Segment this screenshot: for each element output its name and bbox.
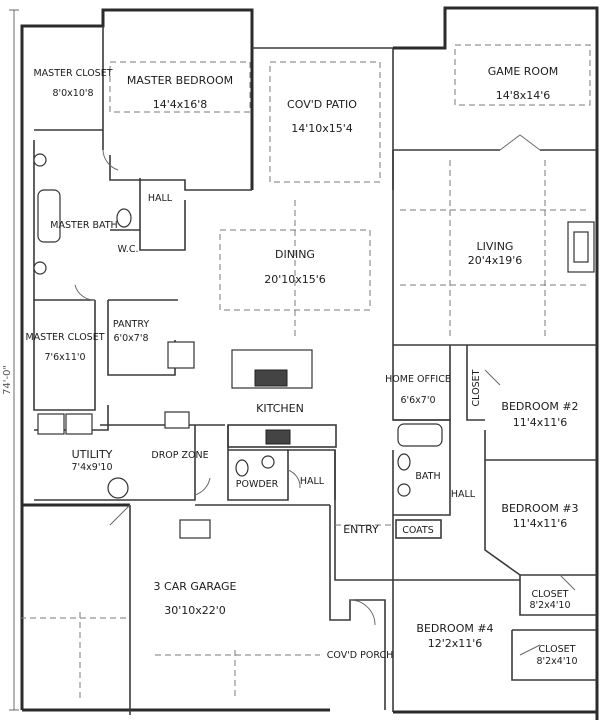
svg-text:20'4x19'6: 20'4x19'6 bbox=[468, 254, 523, 267]
label-hall-master: HALL bbox=[148, 193, 173, 204]
label-entry: ENTRY bbox=[343, 523, 379, 536]
svg-text:MASTER BEDROOM: MASTER BEDROOM bbox=[127, 74, 233, 87]
interior-walls bbox=[33, 26, 597, 715]
svg-text:BEDROOM #3: BEDROOM #3 bbox=[501, 502, 578, 515]
fixtures bbox=[33, 153, 595, 539]
svg-text:14'4x16'8: 14'4x16'8 bbox=[153, 98, 208, 111]
water-heater bbox=[107, 477, 129, 499]
svg-text:11'4x11'6: 11'4x11'6 bbox=[513, 416, 568, 429]
svg-text:CLOSET: CLOSET bbox=[532, 589, 569, 600]
cooktop bbox=[265, 429, 291, 445]
label-powder: POWDER bbox=[236, 479, 279, 490]
svg-text:8'2x4'10: 8'2x4'10 bbox=[529, 600, 570, 611]
label-master-closet-lower: MASTER CLOSET 7'6x11'0 bbox=[25, 332, 104, 363]
svg-text:DINING: DINING bbox=[275, 248, 315, 261]
svg-text:8'2x4'10: 8'2x4'10 bbox=[536, 656, 577, 667]
refrigerator bbox=[167, 341, 195, 369]
room-labels: MASTER CLOSET 8'0x10'8 MASTER BEDROOM 14… bbox=[25, 65, 578, 667]
label-pantry: PANTRY 6'0x7'8 bbox=[113, 319, 150, 344]
svg-text:30'10x22'0: 30'10x22'0 bbox=[164, 604, 226, 617]
svg-text:11'4x11'6: 11'4x11'6 bbox=[513, 517, 568, 530]
bath-toilet bbox=[397, 453, 411, 471]
svg-text:20'10x15'6: 20'10x15'6 bbox=[264, 273, 326, 286]
label-wc: W.C. bbox=[118, 244, 139, 255]
washer bbox=[37, 413, 65, 435]
label-bedroom-2: BEDROOM #2 11'4x11'6 bbox=[501, 400, 578, 429]
label-utility: UTILITY 7'4x9'10 bbox=[71, 448, 112, 473]
svg-text:7'6x11'0: 7'6x11'0 bbox=[44, 352, 85, 363]
svg-text:8'0x10'8: 8'0x10'8 bbox=[52, 88, 93, 99]
label-hall-bedrooms: HALL bbox=[451, 489, 476, 500]
label-coats: COATS bbox=[402, 525, 434, 536]
svg-text:COV'D PATIO: COV'D PATIO bbox=[287, 98, 357, 111]
label-master-bath: MASTER BATH bbox=[50, 220, 117, 231]
label-kitchen: KITCHEN bbox=[256, 402, 304, 415]
svg-text:6'6x7'0: 6'6x7'0 bbox=[400, 395, 435, 406]
svg-text:BEDROOM #2: BEDROOM #2 bbox=[501, 400, 578, 413]
svg-text:6'0x7'8: 6'0x7'8 bbox=[113, 333, 148, 344]
label-hall-powder: HALL bbox=[300, 476, 325, 487]
label-closet-bed4: CLOSET 8'2x4'10 bbox=[536, 644, 577, 667]
label-master-closet-top: MASTER CLOSET 8'0x10'8 bbox=[33, 68, 112, 99]
label-bedroom-3: BEDROOM #3 11'4x11'6 bbox=[501, 502, 578, 530]
svg-text:14'10x15'4: 14'10x15'4 bbox=[291, 122, 353, 135]
label-living: LIVING 20'4x19'6 bbox=[468, 240, 523, 267]
master-tub bbox=[37, 189, 61, 243]
garage-storage bbox=[179, 519, 211, 539]
label-closet-office: CLOSET bbox=[471, 369, 482, 406]
label-covd-porch: COV'D PORCH bbox=[327, 650, 394, 661]
label-covd-patio: COV'D PATIO 14'10x15'4 bbox=[287, 98, 357, 135]
bath-sink bbox=[397, 483, 411, 497]
svg-text:7'4x9'10: 7'4x9'10 bbox=[71, 462, 112, 473]
svg-text:MASTER CLOSET: MASTER CLOSET bbox=[33, 68, 112, 79]
powder-toilet bbox=[235, 459, 249, 477]
label-bath: BATH bbox=[415, 471, 440, 482]
svg-text:LIVING: LIVING bbox=[477, 240, 514, 253]
exterior-walls bbox=[20, 6, 599, 720]
svg-text:HOME OFFICE: HOME OFFICE bbox=[385, 374, 451, 385]
svg-text:CLOSET: CLOSET bbox=[539, 644, 576, 655]
svg-text:12'2x11'6: 12'2x11'6 bbox=[428, 637, 483, 650]
label-closet-bed3: CLOSET 8'2x4'10 bbox=[529, 589, 570, 611]
svg-text:BEDROOM #4: BEDROOM #4 bbox=[416, 622, 493, 635]
svg-text:PANTRY: PANTRY bbox=[113, 319, 150, 330]
master-sink-2 bbox=[33, 261, 47, 275]
label-drop-zone: DROP ZONE bbox=[151, 450, 208, 461]
ceiling-lines bbox=[20, 44, 591, 700]
svg-text:3 CAR GARAGE: 3 CAR GARAGE bbox=[154, 580, 237, 593]
label-bedroom-4: BEDROOM #4 12'2x11'6 bbox=[416, 622, 493, 650]
oven bbox=[164, 411, 190, 429]
svg-text:COV'D PORCH: COV'D PORCH bbox=[327, 650, 394, 661]
master-sink-1 bbox=[33, 153, 47, 167]
svg-text:MASTER CLOSET: MASTER CLOSET bbox=[25, 332, 104, 343]
svg-text:GAME ROOM: GAME ROOM bbox=[488, 65, 558, 78]
label-home-office: HOME OFFICE 6'6x7'0 bbox=[385, 374, 451, 406]
overall-dimension-label: 74'-0" bbox=[2, 365, 13, 395]
wc-toilet bbox=[116, 208, 132, 228]
label-garage: 3 CAR GARAGE 30'10x22'0 bbox=[154, 580, 237, 617]
powder-sink bbox=[261, 455, 275, 469]
dryer bbox=[65, 413, 93, 435]
svg-text:14'8x14'6: 14'8x14'6 bbox=[496, 89, 551, 102]
bath-tub bbox=[397, 423, 443, 447]
label-dining: DINING 20'10x15'6 bbox=[264, 248, 326, 286]
overall-dimension: 74'-0" bbox=[2, 9, 19, 711]
svg-text:UTILITY: UTILITY bbox=[72, 448, 113, 461]
doors bbox=[74, 134, 576, 656]
label-game-room: GAME ROOM 14'8x14'6 bbox=[488, 65, 558, 102]
label-master-bedroom: MASTER BEDROOM 14'4x16'8 bbox=[127, 74, 233, 111]
